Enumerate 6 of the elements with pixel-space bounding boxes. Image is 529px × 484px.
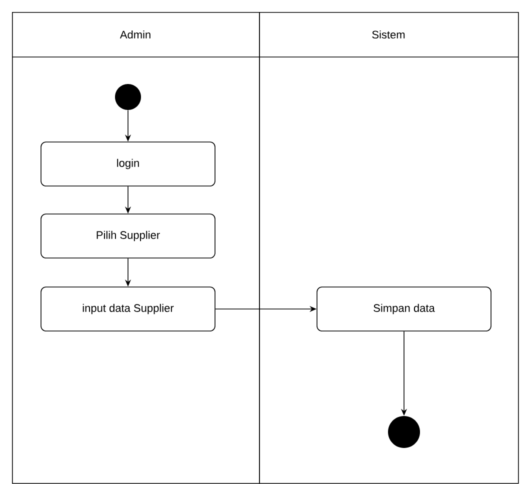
action-box: login — [40, 142, 216, 186]
action-box: Simpan data — [316, 286, 492, 332]
action-box: Pilih Supplier — [40, 214, 216, 258]
action-box: input data Supplier — [40, 286, 216, 332]
start-node — [115, 84, 141, 110]
end-node — [388, 416, 420, 448]
